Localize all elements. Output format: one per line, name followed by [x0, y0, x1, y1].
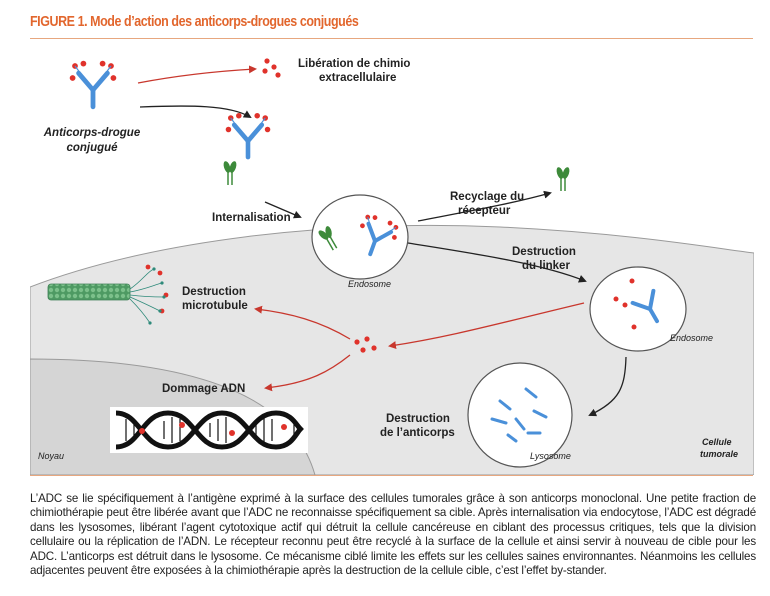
arrow-recycling [417, 190, 552, 222]
destruction-micro-label-line1: Destruction [182, 286, 246, 298]
recyclage-label-line1: Recyclage du [450, 191, 524, 203]
arrow-release [137, 65, 257, 84]
antibody-fragments-icon [490, 387, 548, 443]
lysosome-label: Lysosome [530, 451, 571, 461]
adc-label-line2: conjugué [66, 142, 118, 154]
dna-helix-icon [110, 407, 308, 453]
figure-title: FIGURE 1. Mode d’action des anticorps-dr… [30, 14, 359, 30]
destruction-linker-label-line2: du linker [522, 260, 570, 272]
microtubule-icon [47, 283, 131, 301]
adc-antibody-icon [70, 61, 117, 107]
cellule-label-line2: tumorale [700, 449, 738, 459]
adc-label-line1: Anticorps-drogue [43, 127, 141, 139]
free-drug-icon [262, 58, 281, 78]
arrow-microtubule [254, 305, 351, 340]
arrow-dna [264, 354, 351, 392]
recyclage-label-line2: récepteur [458, 205, 511, 217]
recycled-receptor-icon [554, 165, 572, 192]
released-drug-icon [354, 336, 377, 353]
destruction-micro-label-line2: microtubule [182, 300, 248, 312]
destruction-linker-label-line1: Destruction [512, 246, 576, 258]
liberation-label-line1: Libération de chimio [298, 58, 410, 70]
figure-caption: L’ADC se lie spécifiquement à l’antigène… [30, 492, 756, 578]
endosome-2-drug-icon [613, 278, 637, 330]
dommage-adn-label: Dommage ADN [162, 383, 245, 395]
liberation-label-line2: extracellulaire [319, 72, 396, 84]
receptor-icon [221, 159, 239, 186]
cellule-label-line1: Cellule [702, 437, 732, 447]
destruction-anticorps-label-line2: de l’anticorps [380, 427, 455, 439]
endosome-2-label: Endosome [670, 333, 713, 343]
bound-adc-icon [226, 113, 271, 157]
endosome-1-label: Endosome [348, 279, 391, 289]
arrow-lysosome [588, 356, 627, 417]
lysosome [467, 362, 573, 468]
arrow-binding [139, 105, 252, 119]
endosome-2 [589, 266, 687, 352]
noyau-label: Noyau [38, 451, 64, 461]
arrow-linker [407, 242, 587, 283]
bottom-divider [30, 475, 753, 476]
internalisation-label: Internalisation [212, 212, 291, 224]
microtubule-nodes [148, 267, 166, 325]
arrow-internalisation [264, 201, 302, 219]
arrow-drug-release [388, 302, 585, 350]
destruction-anticorps-label-line1: Destruction [386, 413, 450, 425]
adc-mechanism-diagram: Anticorps-drogue conjugué Libération de … [30, 58, 754, 475]
microtubule-fibers [129, 268, 165, 324]
endosome-1 [311, 194, 409, 280]
top-divider [30, 38, 753, 39]
